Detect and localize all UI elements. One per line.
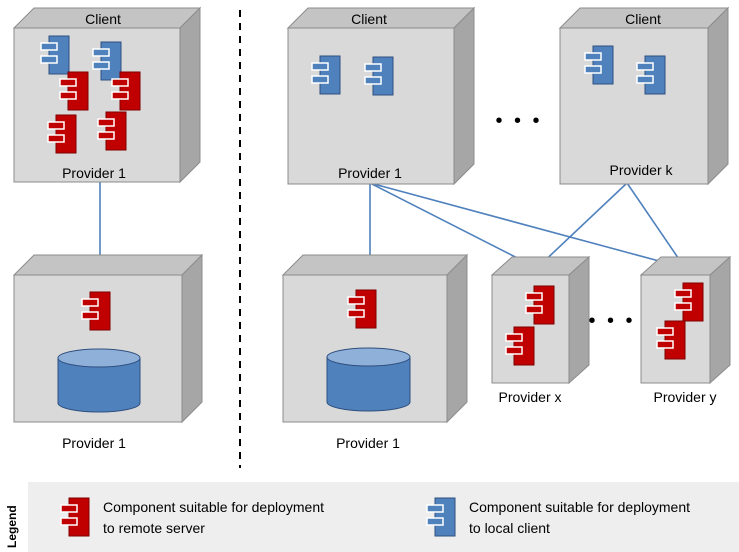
- legend-title: Legend: [5, 505, 19, 548]
- provider-label: Provider 1: [336, 435, 400, 451]
- legend-background: [28, 482, 739, 552]
- server-node-middle: Provider 1: [281, 253, 469, 451]
- provider-node-y: Provider y: [639, 255, 732, 405]
- legend-local-line2: to local client: [469, 520, 550, 536]
- legend-local-line1: Component suitable for deployment: [469, 499, 690, 515]
- client-node-middle: Client Provider 1: [286, 6, 476, 186]
- client-node-left: Client Provider 1: [12, 6, 202, 184]
- legend-remote-line1: Component suitable for deployment: [103, 499, 324, 515]
- ellipsis-providers: • • •: [588, 310, 635, 332]
- provider-label: Provider 1: [338, 165, 402, 181]
- client-node-right: Client Provider k: [558, 6, 730, 186]
- database-icon: [326, 347, 411, 412]
- provider-node-x: Provider x: [490, 255, 591, 405]
- provider-label: Provider y: [653, 389, 716, 405]
- legend: Legend Component suitable for deployment…: [5, 482, 739, 552]
- client-label: Client: [85, 11, 121, 27]
- client-label: Client: [351, 11, 387, 27]
- provider-label: Provider 1: [62, 165, 126, 181]
- ellipsis-clients: • • •: [495, 110, 542, 132]
- legend-remote-line2: to remote server: [103, 520, 205, 536]
- provider-label: Provider x: [498, 389, 561, 405]
- client-label: Client: [625, 11, 661, 27]
- database-icon: [57, 348, 141, 413]
- provider-label: Provider k: [609, 162, 673, 178]
- server-node-left: Provider 1: [12, 253, 204, 451]
- provider-label: Provider 1: [62, 435, 126, 451]
